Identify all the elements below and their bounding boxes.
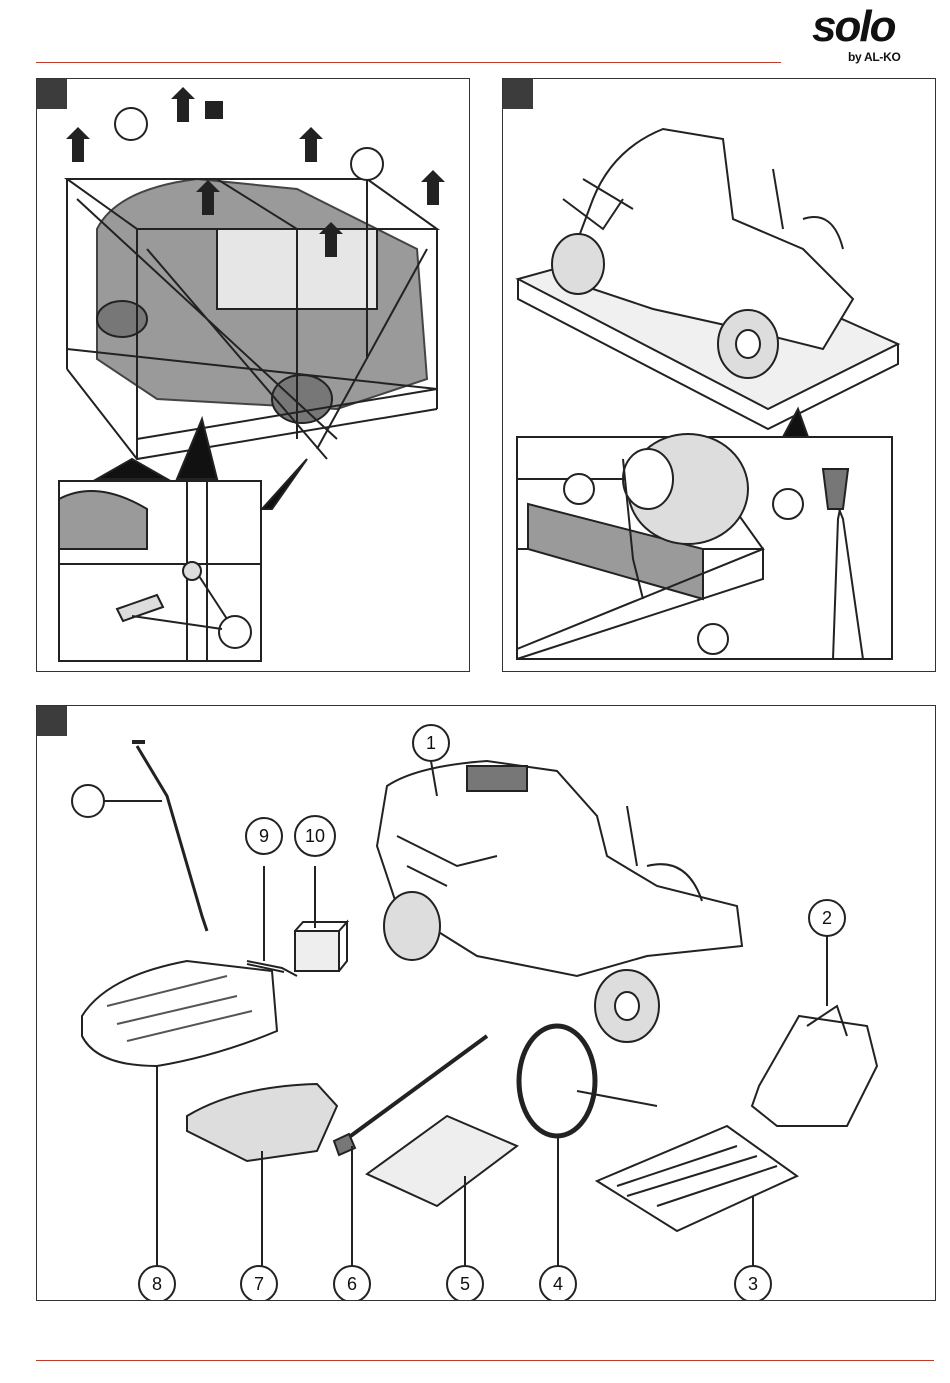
callout-9-label: 9	[259, 826, 269, 846]
brand-tagline: by AL-KO	[848, 50, 901, 64]
callout-5-label: 5	[460, 1274, 470, 1294]
callout-3-label: 3	[748, 1274, 758, 1294]
figure-pallet-release	[502, 78, 936, 672]
brand-logo: solo by AL-KO	[812, 12, 922, 68]
callout-4-label: 4	[553, 1274, 563, 1294]
footer-rule	[36, 1360, 934, 1361]
pallet-illustration	[503, 79, 935, 671]
callout-unnumbered	[72, 785, 104, 817]
header-rule	[36, 62, 781, 63]
callout-1-label: 1	[426, 733, 436, 753]
crate-illustration	[37, 79, 469, 671]
callout-6-label: 6	[347, 1274, 357, 1294]
figure-crate-unpacking	[36, 78, 470, 672]
callout-8-label: 8	[152, 1274, 162, 1294]
callout-10-label: 10	[305, 826, 325, 846]
lift-rod	[137, 746, 207, 931]
callout-7-label: 7	[254, 1274, 264, 1294]
figure-parts-overview: 1 2 3 4 5 6 7 8 9 10	[36, 705, 936, 1301]
brand-name: solo	[812, 2, 894, 52]
callout-2-label: 2	[822, 908, 832, 928]
parts-illustration: 1 2 3 4 5 6 7 8 9 10	[37, 706, 935, 1300]
